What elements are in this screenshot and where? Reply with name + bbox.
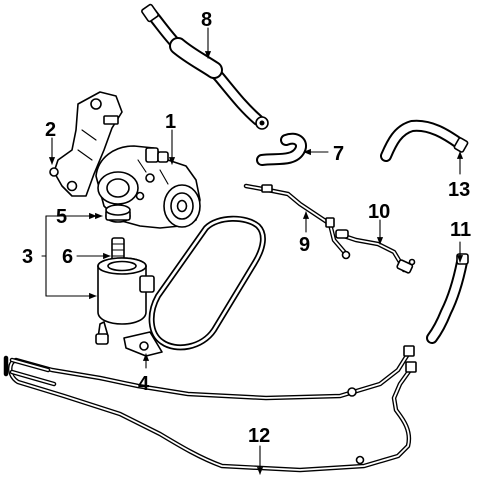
- callout-1: 1: [165, 111, 176, 133]
- pressure-tube-part-9: [243, 183, 351, 260]
- cooler-tube-part-12: [3, 345, 417, 473]
- callout-4: 4: [138, 373, 150, 395]
- callout-2: 2: [45, 119, 56, 141]
- return-hose-part-7: [256, 132, 307, 166]
- callout-7: 7: [333, 143, 344, 165]
- reservoir-part-3: [95, 257, 155, 345]
- drive-belt: [148, 215, 266, 351]
- callout-5: 5: [56, 206, 67, 228]
- callout-3: 3: [22, 246, 33, 268]
- pressure-hose-part-8: [141, 3, 269, 130]
- callout-8: 8: [201, 9, 212, 31]
- callout-12: 12: [248, 425, 270, 447]
- leader-lines: [41, 27, 464, 475]
- callout-9: 9: [299, 234, 310, 256]
- callout-labels: 8 1 2 7 13 5 10 11 9 3 6 4 12: [22, 9, 471, 447]
- sensor-line-part-10: [335, 229, 416, 274]
- hose-part-13: [380, 119, 469, 162]
- callout-10: 10: [368, 201, 390, 223]
- callout-11: 11: [450, 219, 471, 241]
- callout-13: 13: [448, 179, 470, 201]
- pump-bracket-part-2: [49, 91, 123, 197]
- hose-part-11: [426, 253, 469, 344]
- reservoir-cap-part-5: [105, 204, 131, 223]
- callout-6: 6: [62, 246, 73, 268]
- bracket-part-4: [123, 331, 163, 357]
